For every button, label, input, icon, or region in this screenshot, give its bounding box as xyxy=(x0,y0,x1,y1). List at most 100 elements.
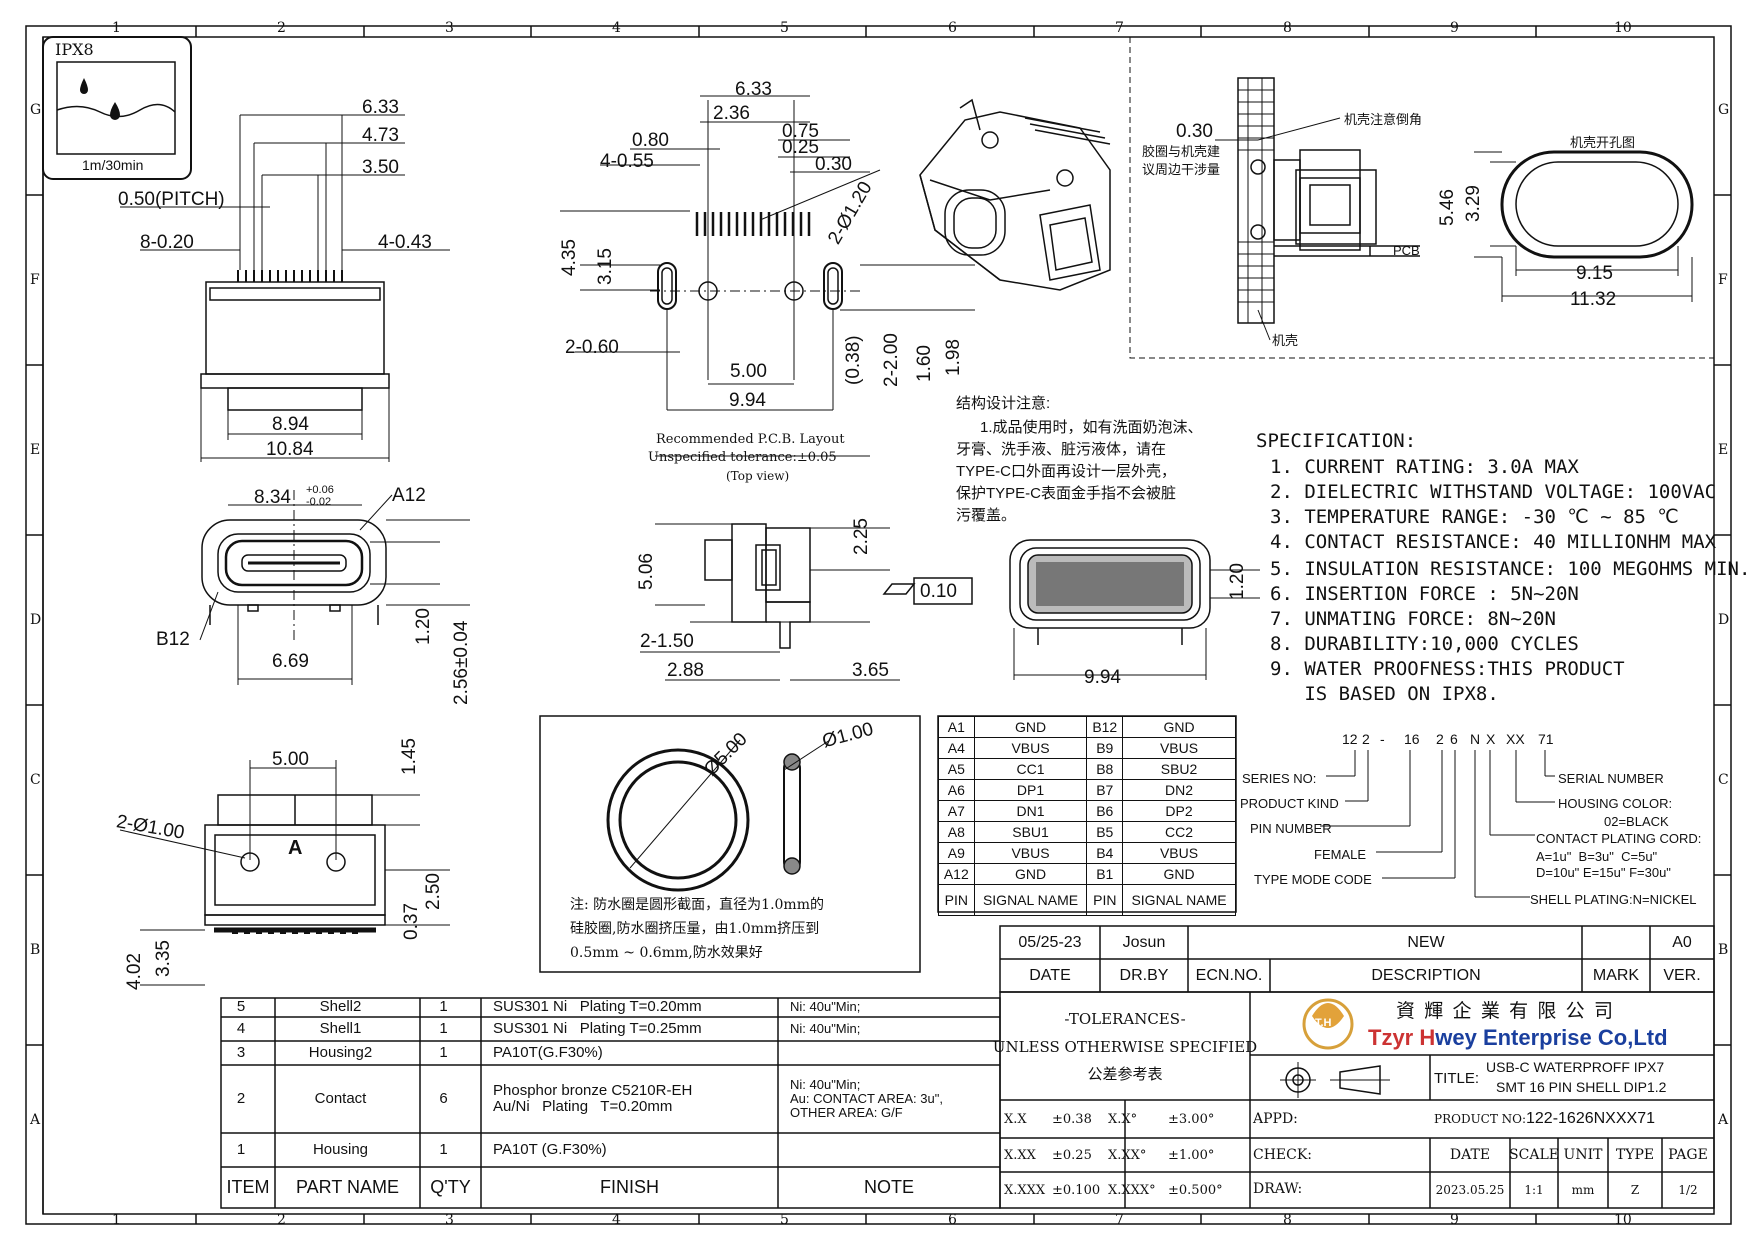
pin-table-cell: B8 xyxy=(1086,758,1124,780)
zone-col-6: 6 xyxy=(948,20,957,36)
spec-item-2: 2. DIELECTRIC WITHSTAND VOLTAGE: 100VAC xyxy=(1270,481,1717,503)
zone-col-8-bottom: 8 xyxy=(1283,1212,1292,1228)
zone-col-10: 10 xyxy=(1614,20,1632,36)
tolerance-cell: X.XX xyxy=(1004,1147,1036,1163)
zone-col-9: 9 xyxy=(1450,20,1459,36)
tolerance-cell: X.XXX° xyxy=(1108,1182,1156,1198)
code-label-housing-color: HOUSING COLOR: xyxy=(1558,796,1673,811)
spec-item-5: 5. INSULATION RESISTANCE: 100 MEGOHMS MI… xyxy=(1270,558,1751,580)
bom-cell-note xyxy=(790,1133,998,1167)
title-block-header: DATE xyxy=(1449,1147,1491,1163)
dim-pcb-1-98: 1.98 xyxy=(943,339,964,376)
title-line-1: USB-C WATERPROFF IPX7 xyxy=(1486,1059,1665,1075)
pcb-caption-3: (Top view) xyxy=(726,469,790,483)
pin-table-cell: B4 xyxy=(1086,842,1124,864)
bom-cell-qty: 1 xyxy=(420,1133,467,1167)
dim-bottom-5-00: 5.00 xyxy=(272,749,309,770)
bom-cell-line: Ni: 40u"Min; xyxy=(790,1020,861,1036)
zone-row-b-right: B xyxy=(1718,942,1729,958)
bom-cell-item: 2 xyxy=(221,1065,261,1133)
bom-cell-line: 3 xyxy=(236,1043,246,1061)
dim-top-3-50: 3.50 xyxy=(362,157,399,178)
tol-line-3: 公差参考表 xyxy=(1087,1064,1163,1083)
dim-top-4-0-43: 4-0.43 xyxy=(378,232,432,253)
spec-item-9-cont: IS BASED ON IPX8. xyxy=(1270,683,1499,705)
bom-cell-line: Shell2 xyxy=(319,998,362,1016)
dim-pcb-4-0-55: 4-0.55 xyxy=(600,151,654,172)
oring-note-3: 0.5mm ~ 0.6mm,防水效果好 xyxy=(570,945,763,961)
zone-col-9-bottom: 9 xyxy=(1450,1212,1459,1228)
part-code-segment: 71 xyxy=(1538,731,1554,747)
pin-table-cell: VBUS xyxy=(973,842,1088,864)
code-label-plating-abc: A=1u" B=3u" C=5u" xyxy=(1536,849,1658,864)
appd-label: APPD: xyxy=(1253,1111,1298,1127)
bom-cell-line: 4 xyxy=(236,1019,246,1037)
title-block-header: UNIT xyxy=(1563,1147,1603,1163)
dim-pcb-2-36: 2.36 xyxy=(713,103,750,124)
rev-description: NEW xyxy=(1407,933,1445,951)
pin-table-header-cell: SIGNAL NAME xyxy=(973,884,1088,916)
pin-table-cell: GND xyxy=(1122,863,1236,885)
spec-title: SPECIFICATION: xyxy=(1256,430,1417,452)
dim-side-flatness: 0.10 xyxy=(920,581,957,602)
pcb-caption-2: Unspecified tolerance:±0.05 xyxy=(648,450,837,465)
label-gasket-note-1: 胶圈与机壳建 xyxy=(1142,144,1221,159)
zone-col-10-bottom: 10 xyxy=(1614,1212,1632,1228)
bom-header-part: PART NAME xyxy=(295,1177,400,1197)
title-block-value: 2023.05.25 xyxy=(1435,1183,1505,1197)
bom-cell-note: Ni: 40u"Min; xyxy=(790,998,998,1017)
tolerance-cell: ±0.500° xyxy=(1168,1182,1223,1198)
pin-table-cell: B6 xyxy=(1086,800,1124,822)
title-block-value: 1/2 xyxy=(1678,1183,1698,1197)
dim-bottom-4-02: 4.02 xyxy=(124,953,145,990)
pin-table-cell: A9 xyxy=(938,842,975,864)
part-code-segment: N xyxy=(1470,731,1481,747)
rev-header-mark: MARK xyxy=(1592,966,1640,984)
pin-table-cell: VBUS xyxy=(1122,737,1236,759)
pin-table-cell: A6 xyxy=(938,779,975,801)
bom-cell-line: Phosphor bronze C5210R-EH xyxy=(493,1081,693,1099)
bom-cell-note: Ni: 40u"Min; xyxy=(790,1017,998,1041)
spec-item-8: 8. DURABILITY:10,000 CYCLES xyxy=(1270,633,1579,655)
dim-side-2-25: 2.25 xyxy=(851,518,872,555)
rev-date: 05/25-23 xyxy=(1018,933,1082,951)
label-a12: A12 xyxy=(392,485,426,506)
dim-pcb-2-0-60: 2-0.60 xyxy=(565,337,619,358)
ipx8-caption: 1m/30min xyxy=(82,157,144,173)
dim-top-pitch: 0.50(PITCH) xyxy=(118,189,225,210)
dim-mouth-9-94: 9.94 xyxy=(1084,667,1121,688)
pin-table-cell: GND xyxy=(1122,716,1236,738)
dim-bottom-2-50: 2.50 xyxy=(423,873,444,910)
pin-table-header-cell: SIGNAL NAME xyxy=(1122,884,1236,916)
zone-col-3-bottom: 3 xyxy=(445,1212,454,1228)
zone-col-1-bottom: 1 xyxy=(112,1212,121,1228)
dim-top-10-84: 10.84 xyxy=(266,439,314,460)
design-note-line-2: 牙膏、洗手液、脏污液体，请在 xyxy=(956,441,1167,458)
zone-row-d-right: D xyxy=(1718,612,1730,628)
bom-cell-line: 1 xyxy=(439,1043,448,1061)
dim-housing-5-46: 5.46 xyxy=(1437,189,1458,226)
bom-cell-finish: SUS301 Ni Plating T=0.20mm xyxy=(493,998,776,1017)
company-name-rest: wey Enterprise Co,Ltd xyxy=(1435,1025,1668,1050)
product-no-label: PRODUCT NO: xyxy=(1434,1112,1527,1126)
rev-version: A0 xyxy=(1672,933,1692,951)
spec-item-4: 4. CONTACT RESISTANCE: 40 MILLIONHM MAX xyxy=(1270,531,1717,553)
tol-title: -TOLERANCES- xyxy=(1064,1010,1186,1028)
pin-table-cell: A7 xyxy=(938,800,975,822)
tolerance-cell: ±1.00° xyxy=(1168,1147,1215,1163)
part-code-segment: X xyxy=(1486,731,1496,747)
dim-bottom-3-35: 3.35 xyxy=(153,940,174,977)
bom-cell-note xyxy=(790,1041,998,1065)
bom-cell-finish: SUS301 Ni Plating T=0.25mm xyxy=(493,1017,776,1041)
oring-note-2: 硅胶圈,防水圈挤压量，由1.0mm挤压到 xyxy=(570,921,820,937)
tolerance-cell: X.X° xyxy=(1108,1111,1138,1127)
dim-pcb-5-00: 5.00 xyxy=(730,361,767,382)
pin-table-cell: A4 xyxy=(938,737,975,759)
code-label-shell-plating: SHELL PLATING:N=NICKEL xyxy=(1530,892,1697,907)
code-label-plating-def: D=10u" E=15u" F=30u" xyxy=(1536,865,1671,880)
bom-cell-line: Housing xyxy=(312,1140,369,1158)
zone-col-8: 8 xyxy=(1283,20,1292,36)
